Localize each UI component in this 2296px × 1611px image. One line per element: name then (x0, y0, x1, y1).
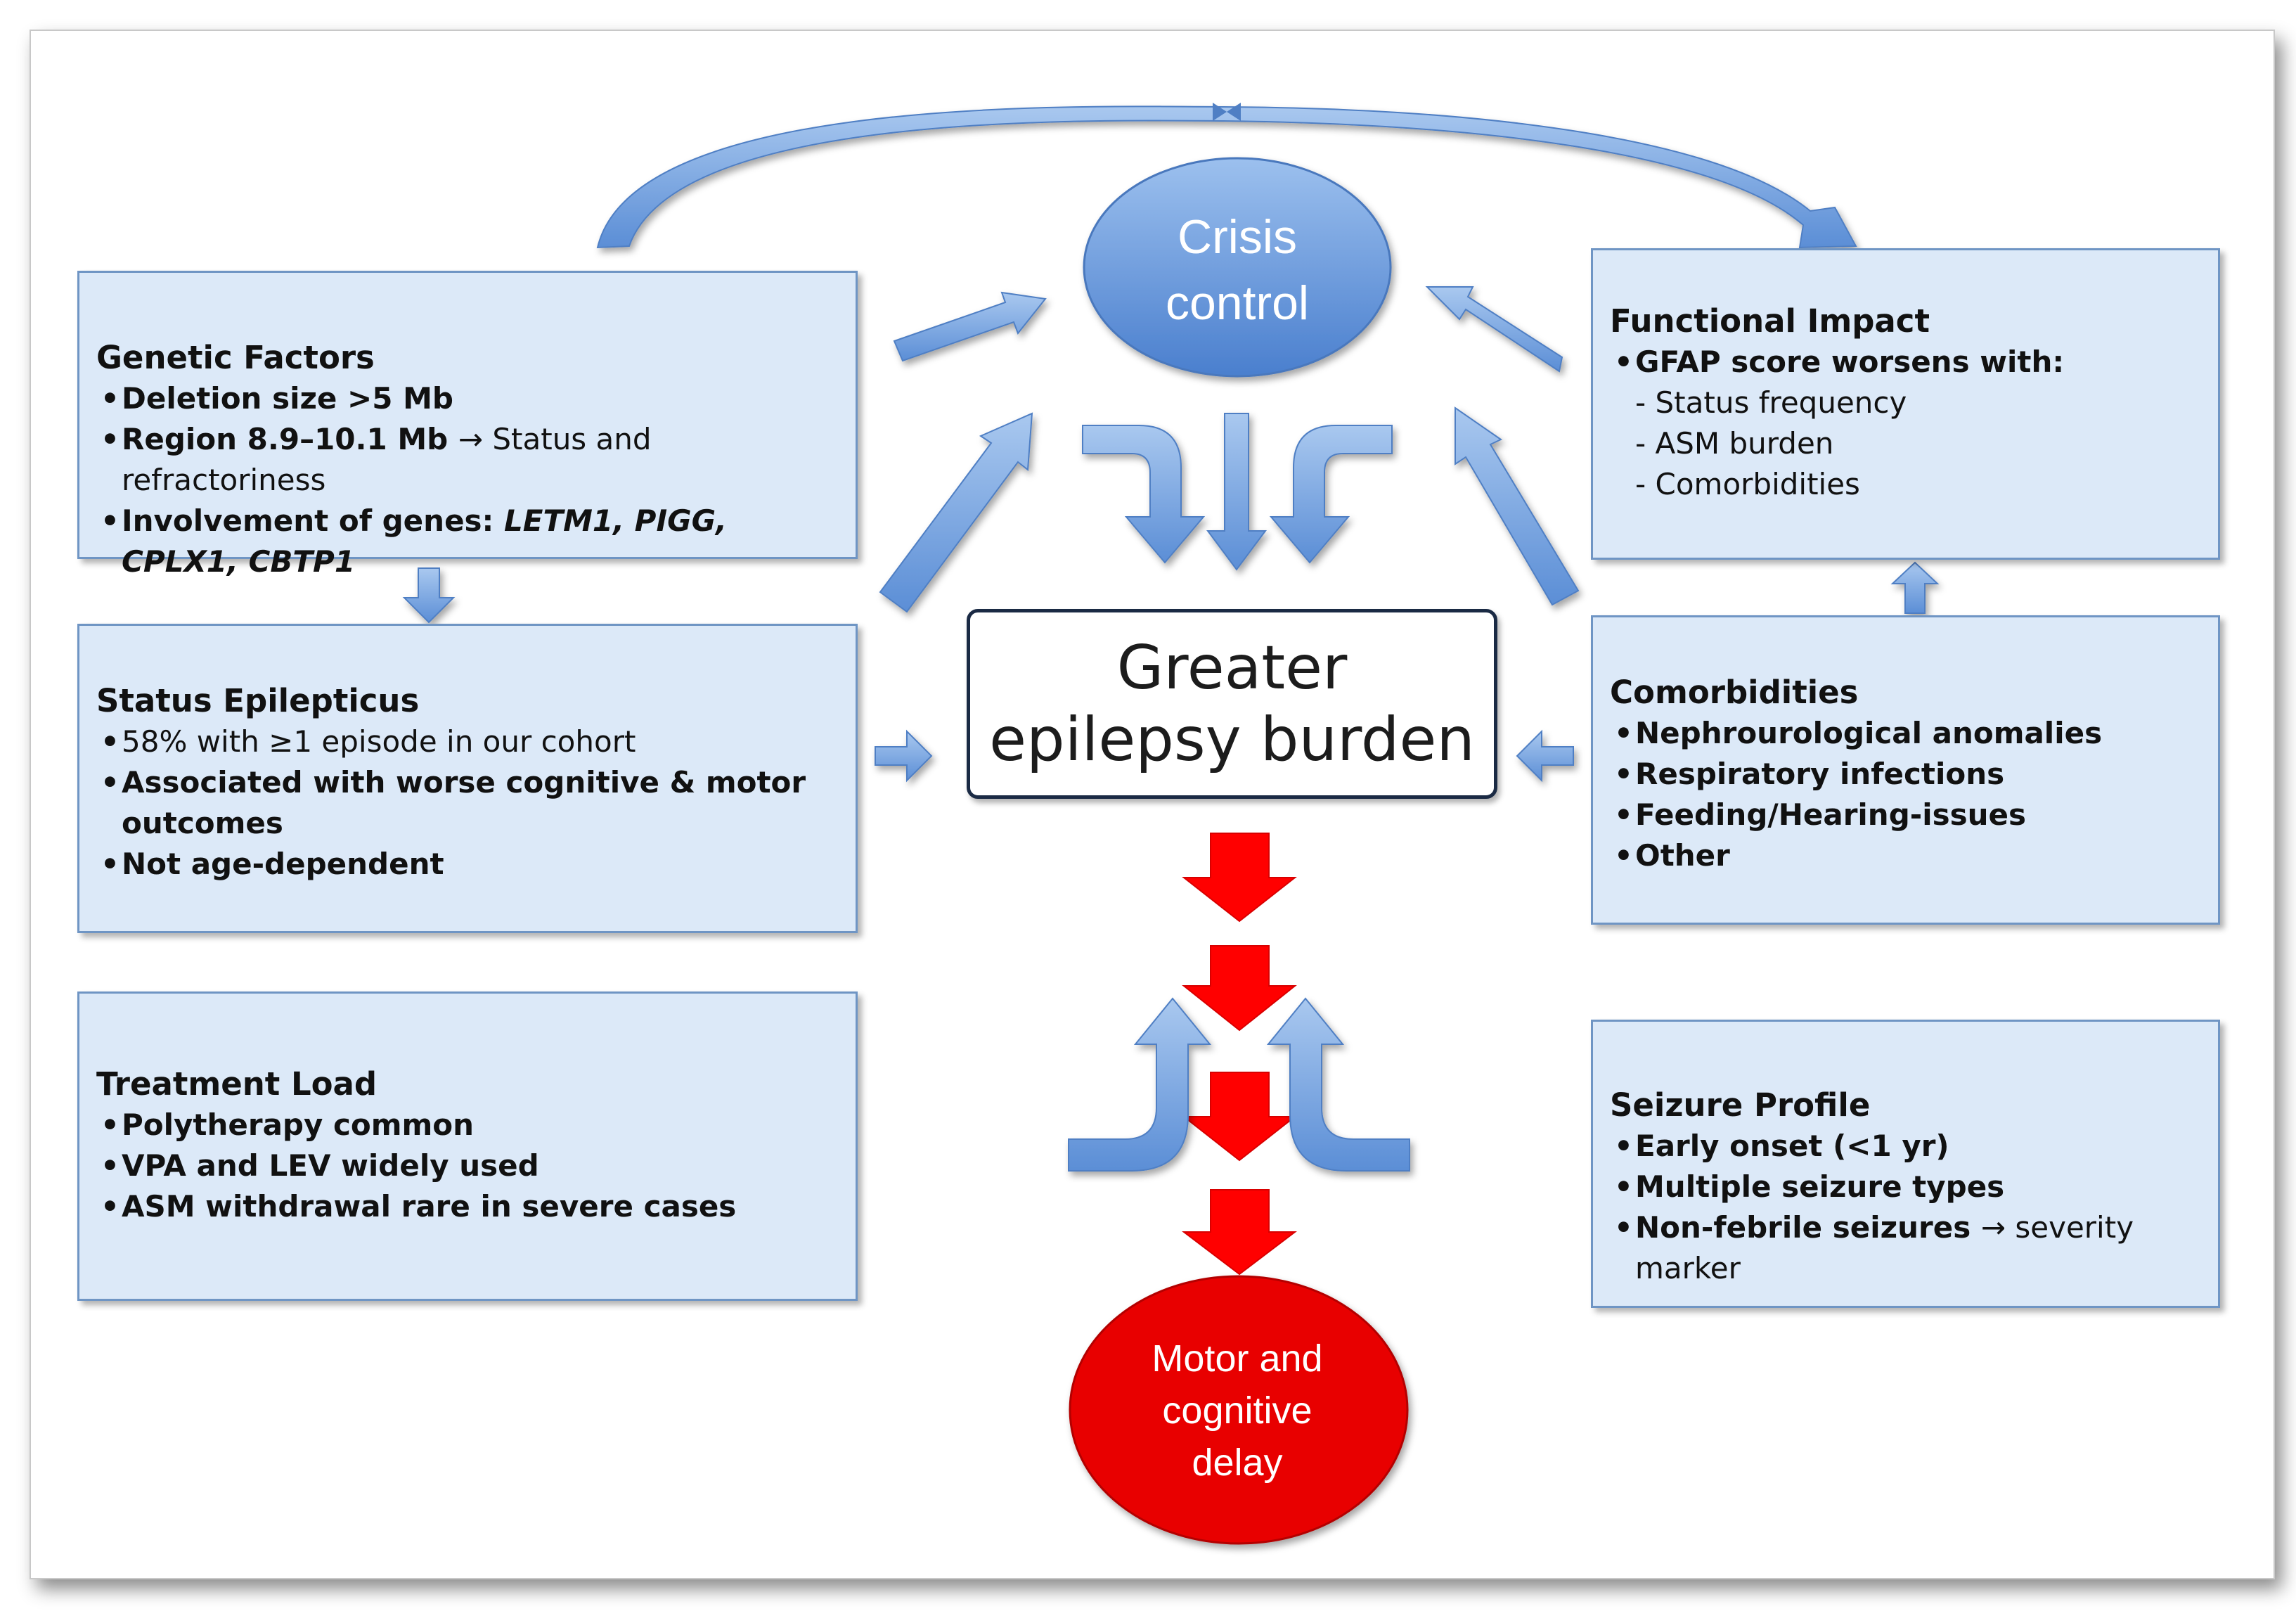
burden-line-2: epilepsy burden (989, 705, 1475, 775)
seizure-profile-box: Seizure Profile Early onset (<1 yr) Mult… (1591, 1020, 2220, 1308)
burden-line-1: Greater (1116, 633, 1348, 703)
comorbidities-item-1: Nephrourological anomalies (1610, 713, 2201, 754)
genetic-item-2-bold: Region 8.9–10.1 Mb (122, 422, 449, 456)
comorbidities-title: Comorbidities (1610, 674, 1859, 711)
genetic-item-2-rest: → Status and refractoriness (122, 422, 652, 497)
bent-arrow-left-up (1068, 997, 1212, 1172)
motor-cognitive-delay-label: Motor and cognitive delay (1069, 1333, 1406, 1489)
comorbidities-box: Comorbidities Nephrourological anomalies… (1591, 615, 2220, 925)
status-item-1: 58% with ≥1 episode in our cohort (96, 721, 839, 762)
status-epilepticus-box: Status Epilepticus 58% with ≥1 episode i… (77, 624, 858, 933)
seizure-title: Seizure Profile (1610, 1086, 1871, 1124)
functional-impact-box: Functional Impact GFAP score worsens wit… (1591, 248, 2220, 560)
treatment-item-1: Polytherapy common (96, 1105, 839, 1145)
functional-sub-2: - ASM burden (1635, 426, 1834, 461)
status-item-3: Not age-dependent (96, 844, 839, 885)
genetic-factors-box: Genetic Factors Deletion size >5 Mb Regi… (77, 271, 858, 579)
functional-sub-1: - Status frequency (1635, 385, 1907, 420)
treatment-title: Treatment Load (96, 1065, 378, 1103)
red-arrow-1 (1182, 833, 1297, 923)
motor-cognitive-delay-oval (1069, 1275, 1409, 1545)
red-arrow-2 (1182, 945, 1297, 1032)
functional-title: Functional Impact (1610, 302, 1930, 340)
greater-epilepsy-burden-box: Greater epilepsy burden (967, 609, 1497, 799)
functional-sub-3: - Comorbidities (1635, 467, 1860, 501)
treatment-load-box: Treatment Load Polytherapy common VPA an… (77, 991, 858, 1301)
arrow-crisis-down (1206, 413, 1267, 571)
genetic-item-3-genes: LETM1, PIGG, CPLX1, CBTP1 (122, 503, 727, 579)
seizure-item-3-rest: → severity marker (1635, 1210, 2134, 1285)
genetic-item-3-bold: Involvement of genes: (122, 503, 494, 538)
bent-arrow-right-down (1269, 425, 1393, 564)
arrow-comorb-to-burden (1516, 729, 1574, 783)
crisis-line-1: Crisis (1178, 210, 1297, 264)
seizure-item-2: Multiple seizure types (1610, 1167, 2201, 1207)
comorbidities-item-2: Respiratory infections (1610, 754, 2201, 795)
treatment-item-2: VPA and LEV widely used (96, 1145, 839, 1186)
outcome-line-1: Motor and (1152, 1337, 1323, 1380)
status-list: 58% with ≥1 episode in our cohort Associ… (96, 721, 839, 885)
arrow-comorb-to-functional (1890, 561, 1940, 614)
arrow-comorb-to-crisis (1455, 406, 1580, 606)
outcome-line-3: delay (1192, 1442, 1283, 1484)
status-title: Status Epilepticus (96, 682, 420, 719)
treatment-item-3: ASM withdrawal rare in severe cases (96, 1186, 839, 1227)
seizure-item-1: Early onset (<1 yr) (1610, 1126, 2201, 1167)
comorbidities-item-4: Other (1610, 835, 2201, 876)
genetic-list: Deletion size >5 Mb Region 8.9–10.1 Mb →… (96, 378, 839, 582)
outcome-line-2: cognitive (1162, 1389, 1313, 1432)
crisis-control-oval (1083, 157, 1392, 378)
seizure-list: Early onset (<1 yr) Multiple seizure typ… (1610, 1126, 2201, 1289)
genetic-item-3: Involvement of genes: LETM1, PIGG, CPLX1… (96, 501, 839, 582)
genetic-item-1: Deletion size >5 Mb (96, 378, 839, 419)
comorbidities-item-3: Feeding/Hearing-issues (1610, 795, 2201, 835)
crisis-line-2: control (1165, 276, 1310, 330)
crisis-control-label: Crisis control (1086, 204, 1388, 336)
treatment-list: Polytherapy common VPA and LEV widely us… (96, 1105, 839, 1227)
genetic-item-2: Region 8.9–10.1 Mb → Status and refracto… (96, 419, 839, 501)
red-arrow-3 (1182, 1072, 1297, 1162)
arrow-status-to-crisis (879, 412, 1033, 613)
arc-bowtie (1213, 103, 1241, 121)
top-curved-arrow (596, 105, 1857, 249)
seizure-item-3-bold: Non-febrile seizures (1635, 1210, 1971, 1245)
status-item-2: Associated with worse cognitive & motor … (96, 762, 839, 844)
seizure-item-3: Non-febrile seizures → severity marker (1610, 1207, 2201, 1289)
arrow-status-to-burden (875, 729, 933, 783)
arrow-genetic-to-crisis (893, 291, 1047, 362)
genetic-title: Genetic Factors (96, 339, 375, 376)
functional-list: GFAP score worsens with: (1610, 342, 2201, 383)
bent-arrow-right-up (1266, 997, 1410, 1172)
red-arrow-4 (1182, 1189, 1297, 1276)
arrow-functional-to-crisis (1425, 286, 1563, 373)
bent-arrow-left-down (1082, 425, 1206, 564)
comorbidities-list: Nephrourological anomalies Respiratory i… (1610, 713, 2201, 876)
functional-item-1: GFAP score worsens with: (1610, 342, 2201, 383)
